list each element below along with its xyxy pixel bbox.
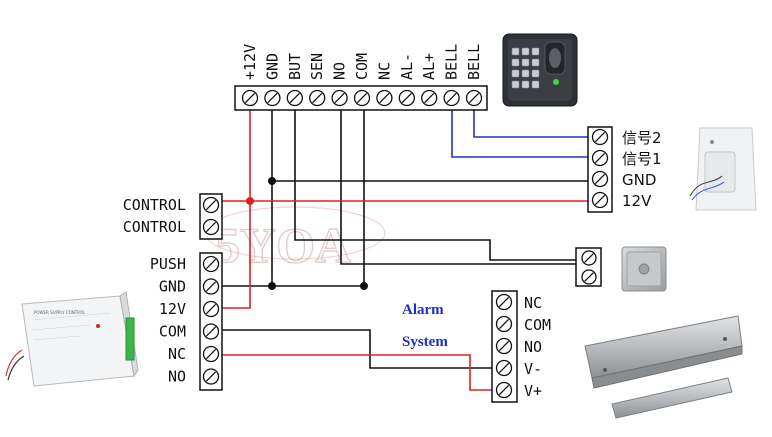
doorbell-terminal-label: 信号1 [622,150,662,168]
terminal-screw-icon [331,89,348,107]
top-terminal-label: COM [353,53,371,80]
alarm-terminal-label: NC [524,294,542,312]
alarm-terminal-label: COM [524,316,551,334]
magnetic-lock-icon [584,315,743,419]
terminal-screw-icon [202,300,220,318]
terminal-screw-icon [591,128,609,146]
wires [222,98,590,391]
keypad-key [531,58,540,67]
top-terminal-label: AL+ [420,53,438,80]
keypad-key [511,80,520,89]
keypad-key [521,47,530,56]
top-terminal-label: BUT [286,53,304,80]
doorbell-icon [689,127,757,211]
keypad-key [531,69,540,78]
terminal-screw-icon [465,89,483,107]
keypad-key [511,58,520,67]
top-terminal-label: NC [375,62,393,80]
power-supply-title: POWER SUPPLY CONTROL [34,310,86,315]
doorbell-terminal-label: 12V [622,192,652,210]
wire-but [294,98,590,261]
power-supply-terminal-label: GND [159,278,186,296]
top-terminal-label: +12V [241,44,259,80]
terminal-screw-icon [202,218,220,236]
terminal-screw-icon [202,368,220,385]
keypad-key [531,47,540,56]
doorbell-terminal-label: 信号2 [622,129,662,147]
power-supply-terminal: PUSH GND 12V COM NC NO [150,252,223,391]
terminal-screw-icon [495,381,513,399]
keypad-key [521,80,530,89]
junction-dot [268,177,276,185]
junction-dot [268,282,276,290]
fingerprint-keypad-icon [502,33,578,107]
top-terminal-label: SEN [308,53,326,80]
top-terminal-label: AL- [398,53,416,80]
exit-button-terminal [575,247,602,287]
terminal-screw-icon [495,293,513,311]
control-terminal-label: CONTROL [123,218,186,236]
terminal-screw-icon [591,191,609,209]
terminal-screw-icon [376,89,393,107]
terminal-screw-icon [202,196,220,214]
power-supply-terminal-label: PUSH [150,255,186,273]
alarm-subtitle: System [402,334,448,350]
terminal-screw-icon [309,89,326,107]
terminal-screw-icon [264,89,281,107]
terminal-screw-icon [202,345,220,363]
keypad-key [531,80,540,89]
terminal-screw-icon [591,149,609,167]
keypad-key [511,47,520,56]
terminal-screw-icon [421,89,438,107]
terminal-screw-icon [495,315,513,333]
terminal-screw-icon [202,255,220,273]
control-terminal-label: CONTROL [123,196,186,214]
terminal-screw-icon [398,89,415,107]
wire-12v [222,98,251,309]
terminal-screw-icon [241,89,259,107]
power-supply-terminal-label: NC [168,345,186,363]
keypad-key [521,69,530,78]
wire-bell-1 [451,98,590,158]
watermark: 5YOA [215,217,351,273]
terminal-screw-icon [353,89,371,107]
terminal-screw-icon [202,278,220,295]
alarm-terminal: NC COM NO V- V+ Alarm System [402,290,551,403]
power-supply-terminal-label: NO [168,368,186,386]
keypad-key [511,69,520,78]
terminal-screw-icon [581,269,597,285]
control-terminal: CONTROL CONTROL [123,193,223,240]
wire-no [340,98,577,265]
power-supply-terminal-label: COM [159,323,186,341]
top-terminal-label: NO [331,62,349,80]
terminal-screw-icon [591,170,609,188]
terminal-screw-icon [495,337,513,355]
power-supply-icon: POWER SUPPLY CONTROL [5,291,139,387]
terminal-screw-icon [202,323,220,340]
terminal-screw-icon [495,359,513,377]
doorbell-terminal-label: GND [622,171,656,189]
alarm-terminal-label: V- [524,360,542,378]
wire-bell-2 [473,98,590,138]
junction-dot [246,197,254,205]
terminal-screw-icon [286,89,303,107]
alarm-title: Alarm [402,302,444,318]
junction-dot [360,282,368,290]
exit-button-icon [621,246,667,292]
top-terminal-label: BELL [465,44,483,80]
wire-psu-nc [222,354,495,391]
top-terminal-label: BELL [443,44,461,80]
alarm-terminal-label: NO [524,338,542,356]
power-supply-terminal-label: 12V [159,300,186,318]
terminal-screw-icon [581,250,597,266]
keypad-key [521,58,530,67]
alarm-terminal-label: V+ [524,382,542,400]
terminal-screw-icon [443,89,460,107]
wire-psu-com [222,329,495,369]
top-terminal-label: GND [263,53,281,80]
